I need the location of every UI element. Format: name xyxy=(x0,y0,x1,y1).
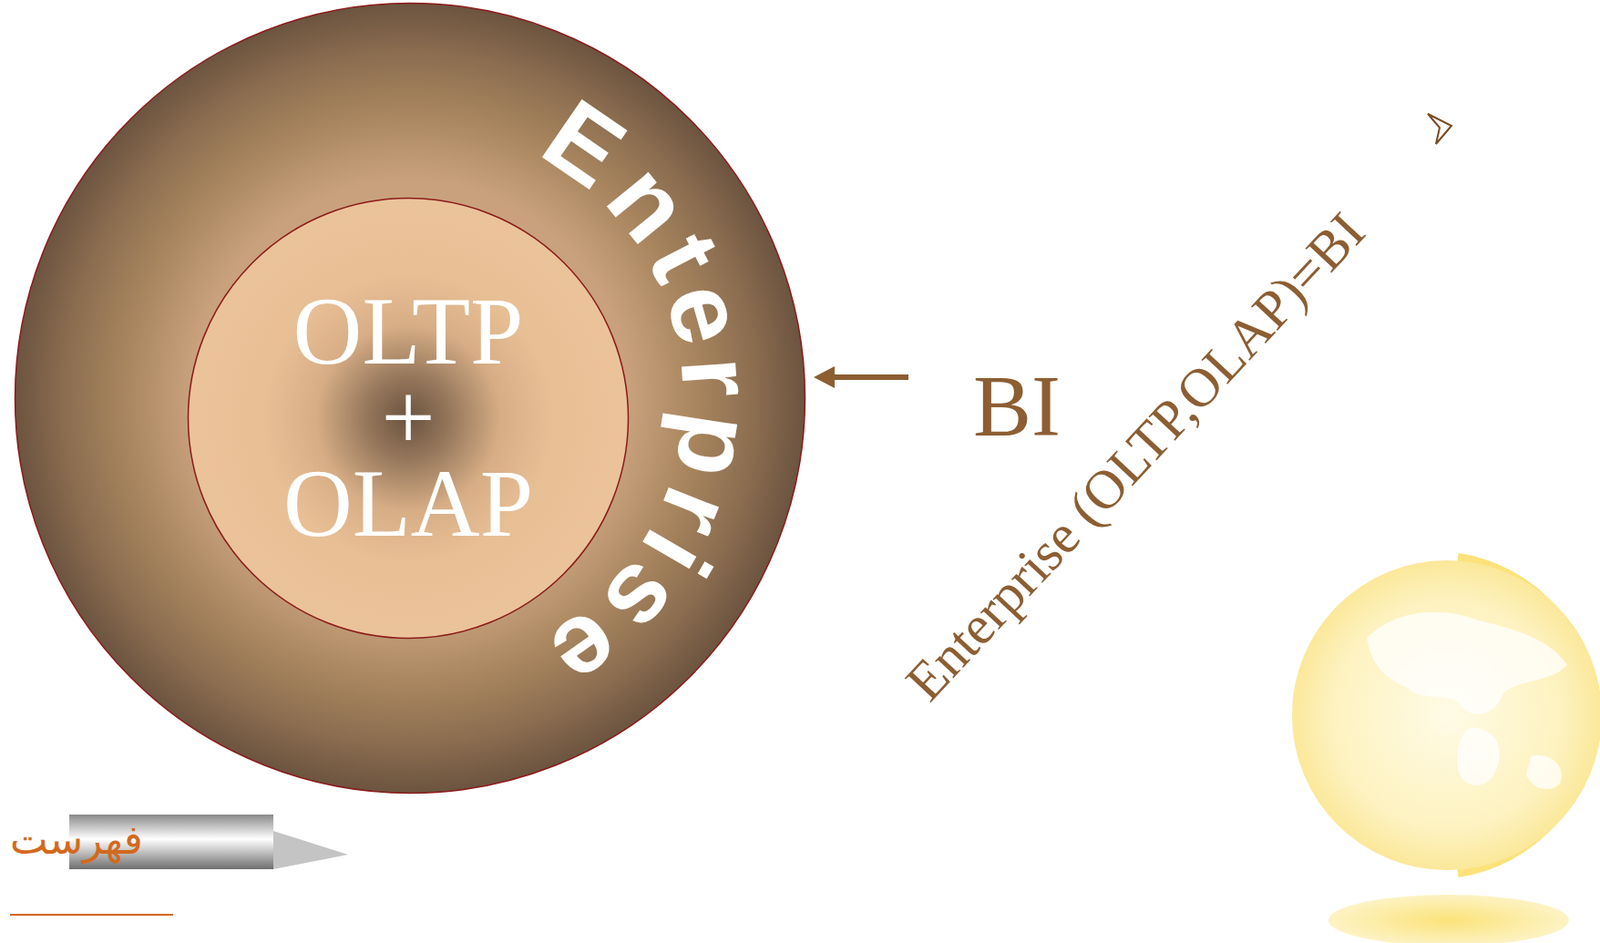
enterprise-circle xyxy=(15,3,806,794)
core-circle-node: OLTP + OLAP xyxy=(186,196,630,640)
globe-ball xyxy=(1292,560,1600,871)
bi-label: BI xyxy=(973,362,1061,451)
core-circle xyxy=(188,198,629,639)
globe-watermark xyxy=(1292,557,1600,943)
enterprise-circle-node: EnterpriseOLTP + OLAP xyxy=(13,1,807,795)
formula-note: Enterprise (OLTP,OLAP)=BI xyxy=(896,203,1375,710)
core-text-wrap: OLTP + OLAP xyxy=(186,196,630,640)
core-title: OLTP + OLAP xyxy=(283,288,534,548)
button-underline xyxy=(10,913,174,916)
globe-base xyxy=(1328,894,1570,943)
globe-continent xyxy=(1456,728,1500,786)
menu-button xyxy=(10,814,349,915)
globe-continent xyxy=(1526,755,1562,790)
pointer-head xyxy=(813,366,835,389)
ring-letter: p xyxy=(658,407,770,485)
ring-letter: r xyxy=(665,354,770,401)
button-tail xyxy=(273,830,349,870)
bullet-arrow xyxy=(1427,113,1452,144)
menu-link: فهرست xyxy=(10,818,144,862)
globe-continent xyxy=(1366,612,1568,715)
pointer-line xyxy=(830,374,909,380)
